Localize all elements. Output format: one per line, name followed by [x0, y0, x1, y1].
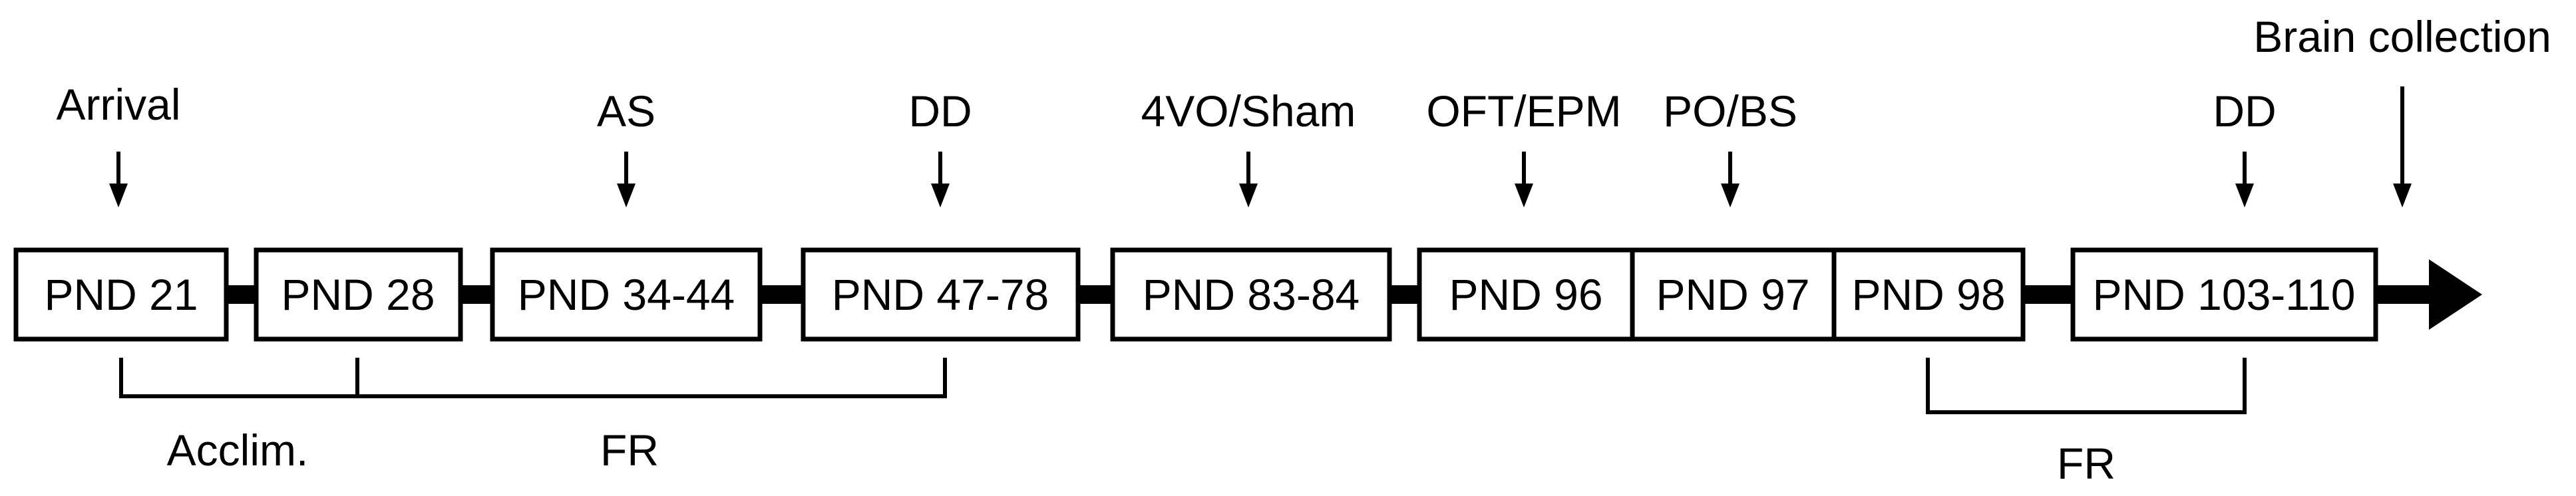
box-label-pnd-83-84: PND 83-84: [1143, 270, 1360, 319]
event-arrowhead-brain-collection: [2393, 184, 2412, 207]
timeline-boxes: PND 21 PND 28 PND 34-44 PND 47-78 PND 83…: [13, 247, 2378, 342]
event-label-po-bs: PO/BS: [1663, 86, 1797, 136]
box-label-pnd-34-44: PND 34-44: [518, 270, 735, 319]
event-arrowhead-arrival: [109, 184, 128, 207]
box-pnd-96: [1417, 247, 1635, 342]
connector: [226, 285, 256, 304]
box-pnd-103-110: [2070, 247, 2378, 342]
connector: [2023, 285, 2073, 304]
event-label-dd-2: DD: [2213, 86, 2276, 136]
box-label-pnd-21: PND 21: [44, 270, 198, 319]
bracket-label-acclim: Acclim.: [167, 426, 309, 475]
event-label-brain-collection: Brain collection: [2253, 12, 2551, 61]
bracket-acclim-fr: [119, 358, 947, 398]
timeline-arrow-head: [2429, 259, 2482, 330]
box-pnd-97: [1630, 247, 1837, 342]
box-label-pnd-103-110: PND 103-110: [2092, 270, 2355, 319]
box-pnd-47-78: [801, 247, 1081, 342]
box-label-pnd-96: PND 96: [1449, 270, 1602, 319]
box-pnd-83-84: [1110, 247, 1392, 342]
event-arrowhead-oft-epm: [1515, 184, 1533, 207]
box-pnd-34-44: [490, 247, 763, 342]
bracket-label-fr-1: FR: [600, 426, 659, 475]
event-label-4vo-sham: 4VO/Sham: [1141, 86, 1356, 136]
box-label-pnd-97: PND 97: [1656, 270, 1809, 319]
event-label-dd-1: DD: [908, 86, 972, 136]
connector: [1389, 285, 1419, 304]
box-label-pnd-28: PND 28: [281, 270, 435, 319]
timeline-events: Arrival AS DD 4VO/Sham OFT/EPM PO/BS DD …: [56, 12, 2551, 207]
box-pnd-98: [1831, 247, 2026, 342]
box-pnd-21: [13, 247, 229, 342]
event-label-as: AS: [597, 86, 655, 136]
event-arrowhead-po-bs: [1721, 184, 1740, 207]
box-label-pnd-98: PND 98: [1851, 270, 2005, 319]
connector: [460, 285, 492, 304]
event-arrowhead-as: [617, 184, 636, 207]
event-arrowhead-dd-1: [931, 184, 950, 207]
bracket-label-fr-2: FR: [2057, 439, 2116, 488]
box-label-pnd-47-78: PND 47-78: [832, 270, 1049, 319]
event-label-arrival: Arrival: [56, 80, 180, 129]
event-label-oft-epm: OFT/EPM: [1426, 86, 1621, 136]
event-arrowhead-dd-2: [2235, 184, 2254, 207]
connector: [760, 285, 803, 304]
bracket-fr-2: [1926, 358, 2247, 414]
box-pnd-28: [254, 247, 463, 342]
connector: [1078, 285, 1113, 304]
timeline-arrow-shaft: [2376, 285, 2436, 304]
event-arrowhead-4vo-sham: [1239, 184, 1258, 207]
timeline-connectors: [226, 259, 2482, 330]
timeline-brackets: Acclim. FR FR: [119, 358, 2247, 488]
